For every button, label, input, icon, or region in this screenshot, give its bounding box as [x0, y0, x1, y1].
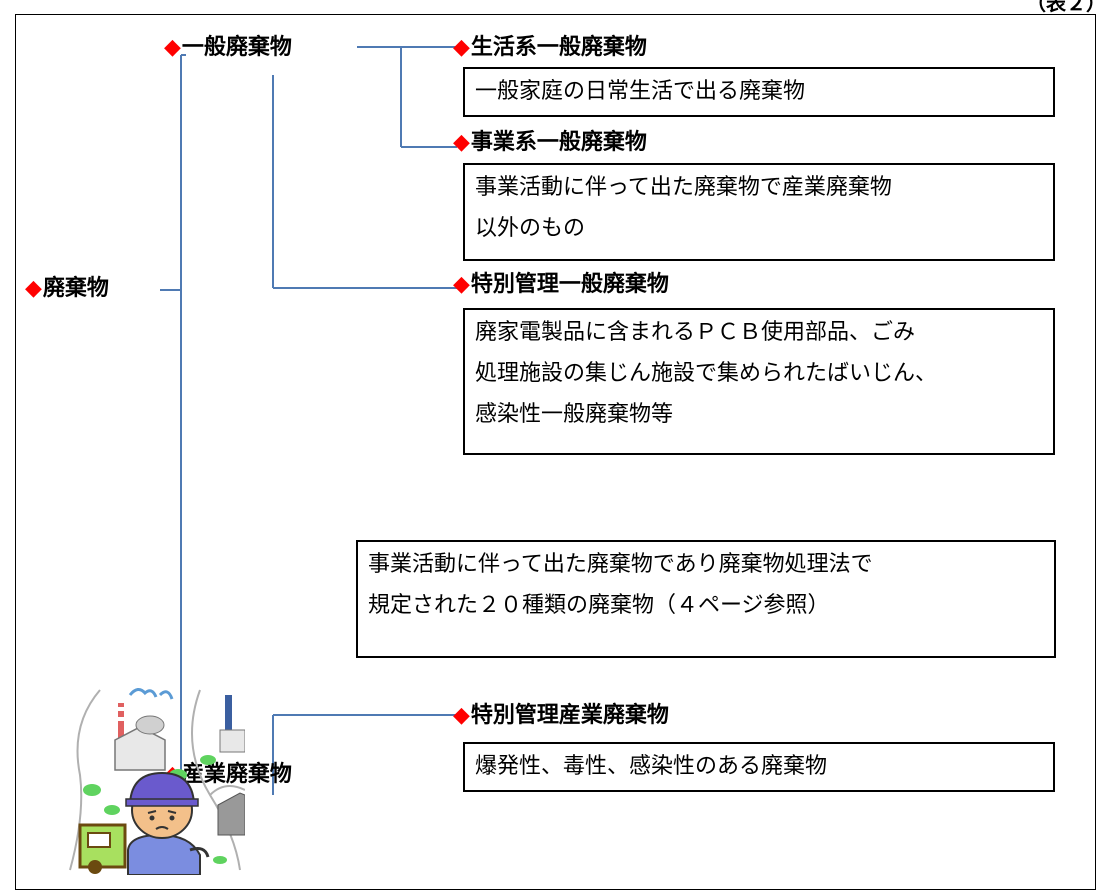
special-industrial-description-line: 爆発性、毒性、感染性のある廃棄物 — [475, 754, 828, 779]
node-special-general-label: 特別管理一般廃棄物 — [470, 272, 669, 297]
node-business-label: 事業系一般廃棄物 — [470, 130, 647, 155]
diamond-icon: ◆ — [453, 130, 470, 155]
node-root: ◆ 廃棄物 — [25, 277, 109, 301]
node-special-general: ◆ 特別管理一般廃棄物 — [453, 273, 669, 297]
household-description-line: 一般家庭の日常生活で出る廃棄物 — [475, 79, 806, 104]
industrial-description-line: 規定された２０種類の廃棄物（４ページ参照） — [368, 593, 830, 618]
household-description-box: 一般家庭の日常生活で出る廃棄物 — [463, 67, 1055, 117]
node-general: ◆ 一般廃棄物 — [164, 36, 292, 60]
diamond-icon: ◆ — [164, 35, 181, 60]
business-description-line: 以外のもの — [475, 216, 586, 241]
node-household-label: 生活系一般廃棄物 — [470, 35, 647, 60]
special-industrial-description-box: 爆発性、毒性、感染性のある廃棄物 — [463, 742, 1055, 792]
node-business: ◆ 事業系一般廃棄物 — [453, 131, 647, 155]
special-general-description-line: 廃家電製品に含まれるＰＣＢ使用部品、ごみ — [475, 320, 916, 345]
special-general-description-line: 感染性一般廃棄物等 — [475, 402, 674, 427]
node-special-industrial: ◆ 特別管理産業廃棄物 — [453, 704, 669, 728]
industrial-description-box: 事業活動に伴って出た廃棄物であり廃棄物処理法で 規定された２０種類の廃棄物（４ペ… — [356, 540, 1056, 658]
special-general-description-box: 廃家電製品に含まれるＰＣＢ使用部品、ごみ 処理施設の集じん施設で集められたばいじ… — [463, 308, 1055, 455]
diagram-frame — [15, 14, 1096, 890]
business-description-box: 事業活動に伴って出た廃棄物で産業廃棄物 以外のもの — [463, 163, 1055, 261]
diamond-icon: ◆ — [453, 703, 470, 728]
industrial-description-line: 事業活動に伴って出た廃棄物であり廃棄物処理法で — [368, 552, 873, 577]
node-household: ◆ 生活系一般廃棄物 — [453, 36, 647, 60]
diamond-icon: ◆ — [25, 276, 42, 301]
diamond-icon: ◆ — [453, 272, 470, 297]
worker-and-factory-illustration-icon — [69, 688, 245, 875]
business-description-line: 事業活動に伴って出た廃棄物で産業廃棄物 — [475, 175, 892, 200]
node-general-label: 一般廃棄物 — [181, 35, 292, 60]
diamond-icon: ◆ — [453, 35, 470, 60]
node-root-label: 廃棄物 — [42, 276, 109, 301]
node-special-industrial-label: 特別管理産業廃棄物 — [470, 703, 669, 728]
special-general-description-line: 処理施設の集じん施設で集められたばいじん、 — [475, 361, 938, 386]
table-label: （表２） — [1026, 0, 1098, 15]
